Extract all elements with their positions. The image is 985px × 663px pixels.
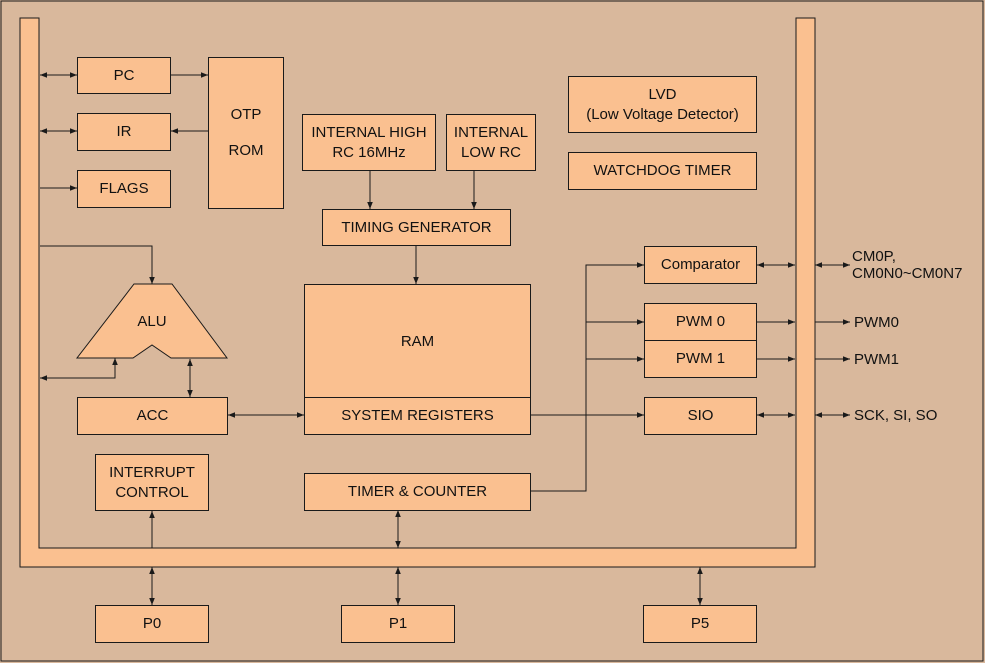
otp-rom-block: OTP ROM [208, 57, 284, 209]
comparator-block: Comparator [644, 246, 757, 284]
alu-label: ALU [137, 313, 167, 330]
watchdog-timer-block: WATCHDOG TIMER [568, 152, 757, 190]
internal-high-rc-label: INTERNAL HIGH RC 16MHz [311, 123, 427, 161]
ram-block: RAM [304, 284, 531, 399]
wire-alu-bus [40, 358, 118, 381]
flags-label: FLAGS [99, 180, 149, 197]
internal-high-rc-block: INTERNAL HIGH RC 16MHz [302, 114, 436, 171]
timer-counter-label: TIMER & COUNTER [347, 483, 488, 500]
interrupt-control-label: INTERRUPT CONTROL [109, 463, 195, 501]
comparator-label: Comparator [660, 256, 741, 273]
p0-block: P0 [95, 605, 209, 643]
timing-generator-block: TIMING GENERATOR [322, 209, 511, 246]
p5-label: P5 [690, 615, 710, 632]
flags-block: FLAGS [77, 170, 171, 208]
wire-bus-alu [40, 245, 155, 284]
pwm1-block: PWM 1 [644, 340, 757, 378]
system-registers-block: SYSTEM REGISTERS [304, 397, 531, 435]
pc-block: PC [77, 57, 171, 94]
p1-block: P1 [341, 605, 455, 643]
timing-generator-label: TIMING GENERATOR [341, 218, 492, 236]
acc-block: ACC [77, 397, 228, 435]
otp-rom-label: OTP ROM [228, 106, 264, 159]
p5-block: P5 [643, 605, 757, 643]
pwm0-label: PWM 0 [675, 313, 726, 330]
ir-block: IR [77, 113, 171, 151]
wire-timer-comparator [530, 262, 644, 492]
pwm0-signal-label: PWM0 [854, 314, 899, 331]
acc-label: ACC [136, 407, 169, 424]
lvd-label: LVD (Low Voltage Detector) [586, 85, 739, 123]
ir-label: IR [116, 123, 132, 140]
pwm1-label: PWM 1 [675, 350, 726, 367]
system-registers-label: SYSTEM REGISTERS [341, 407, 494, 424]
cm-signal-label: CM0P, CM0N0~CM0N7 [852, 248, 963, 282]
sio-signal-label: SCK, SI, SO [854, 407, 938, 424]
watchdog-timer-label: WATCHDOG TIMER [593, 162, 732, 179]
ram-label: RAM [400, 332, 435, 350]
internal-bus [19, 17, 816, 568]
p0-label: P0 [142, 615, 162, 632]
lvd-block: LVD (Low Voltage Detector) [568, 76, 757, 133]
sio-block: SIO [644, 397, 757, 435]
pwm0-block: PWM 0 [644, 303, 757, 341]
internal-low-rc-label: INTERNAL LOW RC [453, 123, 529, 161]
sio-label: SIO [687, 407, 714, 424]
p1-label: P1 [388, 615, 408, 632]
interrupt-control-block: INTERRUPT CONTROL [95, 454, 209, 511]
pc-label: PC [113, 66, 135, 84]
pwm1-signal-label: PWM1 [854, 351, 899, 368]
internal-low-rc-block: INTERNAL LOW RC [446, 114, 536, 171]
timer-counter-block: TIMER & COUNTER [304, 473, 531, 511]
